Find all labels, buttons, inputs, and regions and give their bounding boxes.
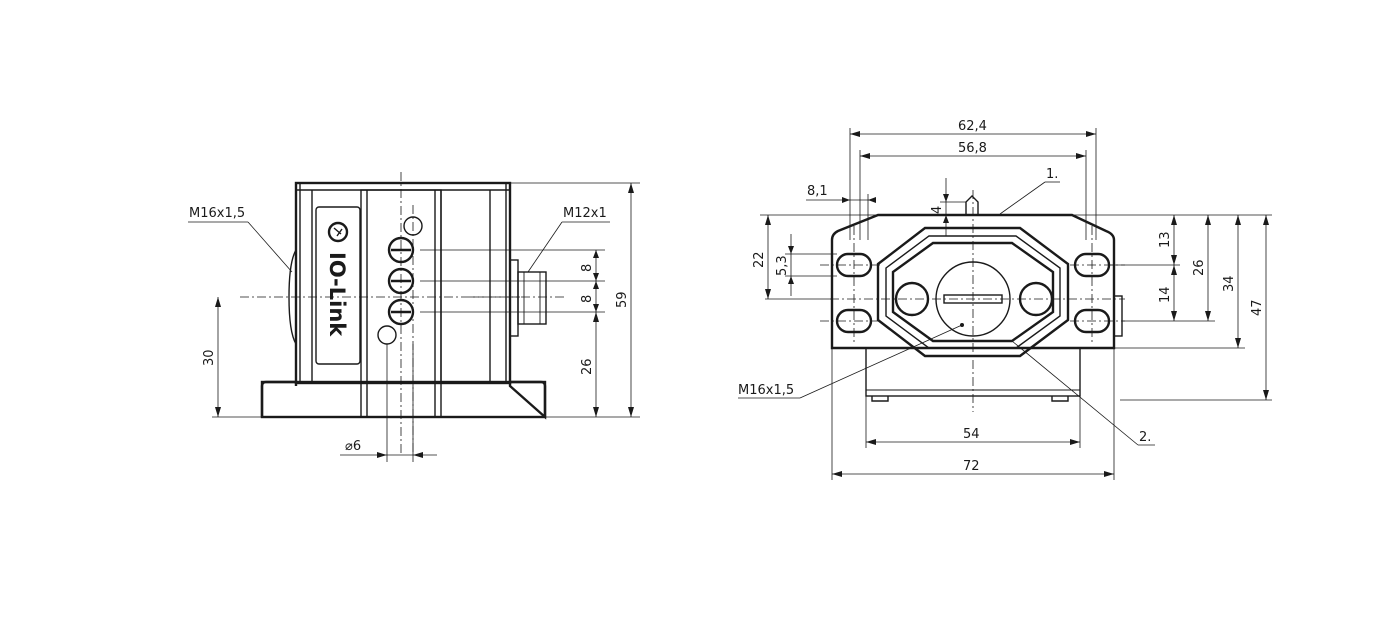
dim-62-4: 62,4 — [958, 119, 987, 134]
dim-22: 22 — [752, 251, 767, 268]
left-thread-stub — [288, 249, 297, 345]
connector-flange — [509, 259, 519, 337]
dim-34: 34 — [1222, 275, 1237, 292]
dim-8b: 8 — [580, 295, 595, 303]
dim-14: 14 — [1158, 286, 1173, 303]
dim-8-1: 8,1 — [807, 184, 828, 199]
io-link-logo-icon — [327, 221, 349, 243]
dim-diameter: ⌀6 — [345, 439, 361, 454]
left-view: IO-Link 59 30 26 8 8 — [188, 172, 640, 462]
dim-56-8: 56,8 — [958, 141, 987, 156]
left-base-outline — [260, 380, 547, 419]
gasket-inner — [891, 241, 1055, 343]
connector-body — [517, 271, 547, 325]
callout-1: 1. — [1046, 167, 1058, 182]
dim-13: 13 — [1158, 231, 1173, 248]
connector-label: M12x1 — [563, 206, 607, 221]
dim-54: 54 — [963, 427, 980, 442]
dim-8a: 8 — [580, 264, 595, 272]
io-link-logo-text: IO-Link — [325, 252, 349, 337]
dim-47: 47 — [1250, 299, 1265, 316]
dim-26-right: 26 — [1192, 259, 1207, 276]
logo-panel — [315, 206, 361, 365]
callout-2: 2. — [1139, 430, 1151, 445]
dim-5-3: 5,3 — [775, 255, 790, 276]
right-view: 62,4 56,8 8,1 4 22 5,3 — [738, 119, 1272, 480]
right-side-stub — [1113, 295, 1123, 337]
thread-label-left: M16x1,5 — [189, 206, 245, 221]
dim-4: 4 — [930, 206, 945, 214]
left-base-plate — [260, 380, 547, 420]
dim-59: 59 — [615, 291, 630, 308]
led-bottom — [377, 325, 397, 345]
dim-30: 30 — [202, 349, 217, 366]
dim-72: 72 — [963, 459, 980, 474]
gasket-outer — [876, 226, 1070, 358]
thread-label-bottom: M16x1,5 — [738, 383, 794, 398]
dim-26-left: 26 — [580, 358, 595, 375]
top-actuator — [965, 195, 979, 215]
